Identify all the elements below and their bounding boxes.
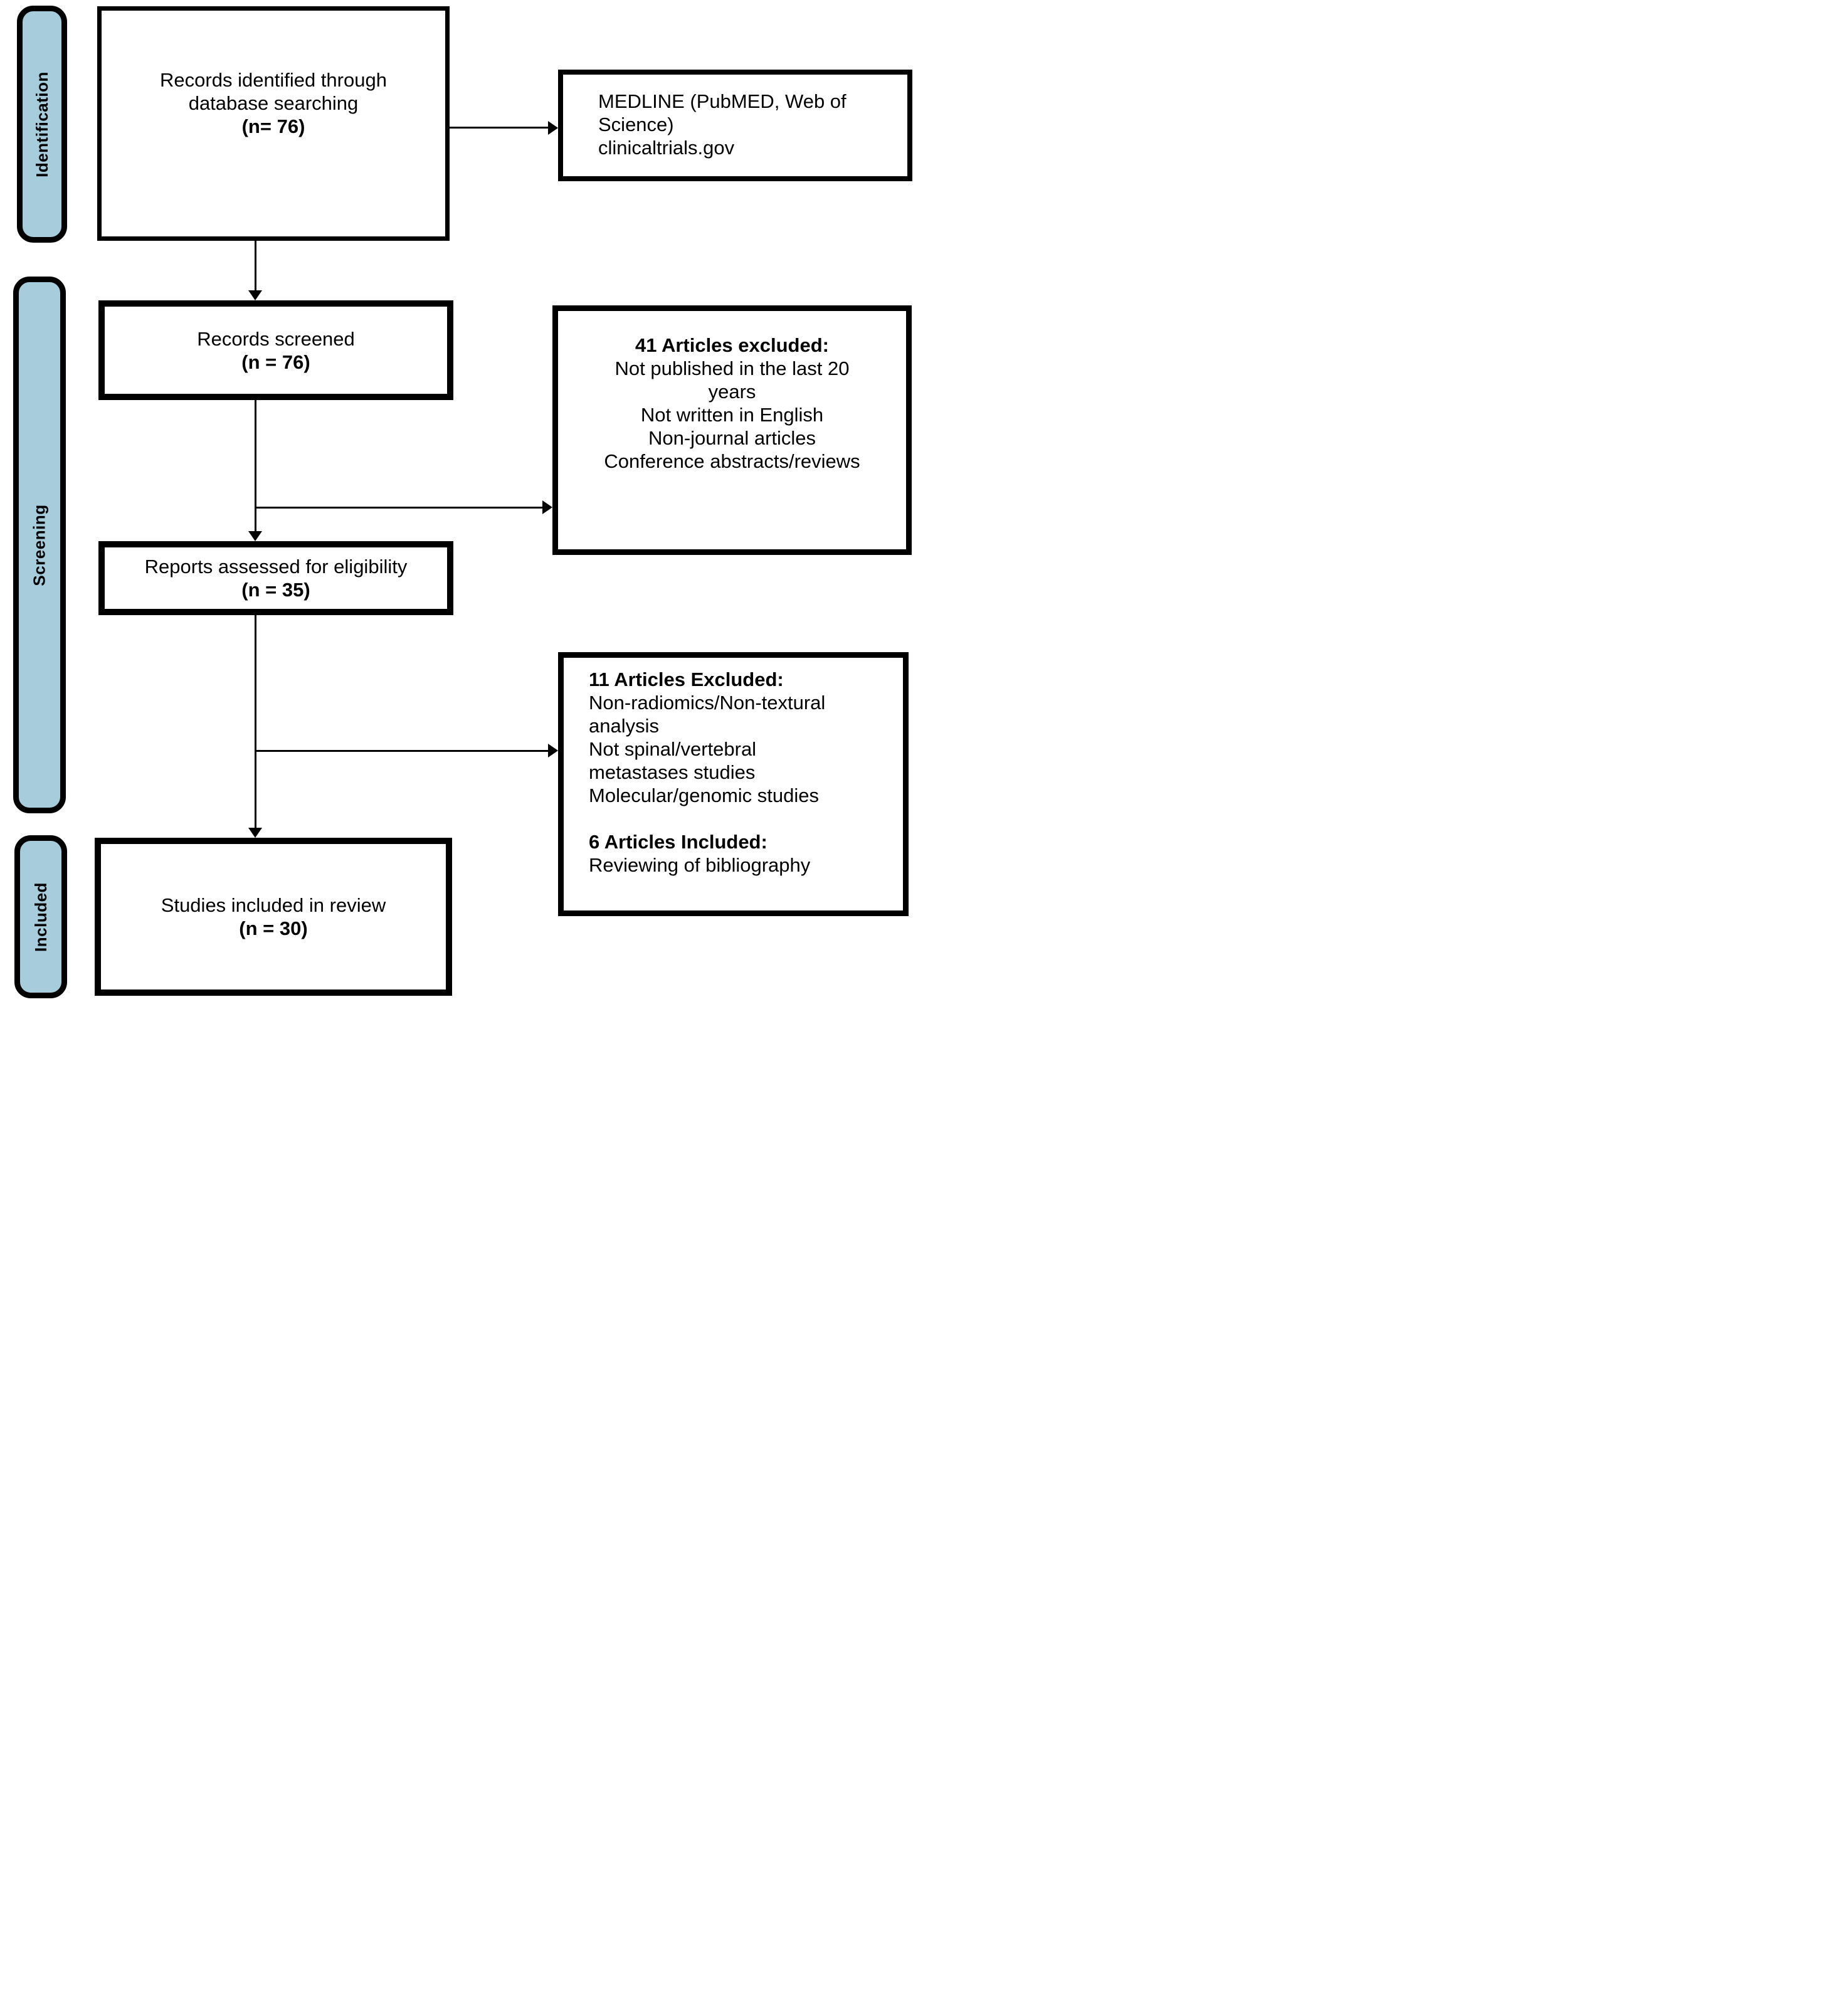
stage-included-label: Included <box>31 882 50 952</box>
records-screened-box: Records screened (n = 76) <box>98 300 453 400</box>
databases-box: MEDLINE (PubMED, Web of Science) clinica… <box>558 70 912 181</box>
stage-included-pill: Included <box>14 835 67 998</box>
text-line: Non-radiomics/Non-textural <box>589 692 826 714</box>
records-identified-box: Records identified through database sear… <box>97 6 450 241</box>
text-line: metastases studies <box>589 761 756 783</box>
text-line: Not written in English <box>640 404 824 426</box>
n-count-label: (n = 30) <box>239 917 308 939</box>
arrow-down-icon <box>248 290 262 300</box>
n-count-label: (n = 35) <box>241 579 310 601</box>
n-count-label: (n = 76) <box>241 351 310 373</box>
connector-identified-to-databases <box>450 127 549 129</box>
arrow-right-icon <box>548 121 558 135</box>
branch-screened-to-excluded <box>255 507 542 509</box>
articles-excluded-screening-box: 41 Articles excluded: Not published in t… <box>552 305 912 555</box>
excluded-title: 11 Articles Excluded: <box>589 668 784 690</box>
text-line: Non-journal articles <box>648 427 816 449</box>
arrow-down-icon <box>248 828 262 838</box>
connector-assessed-to-included <box>255 615 256 828</box>
stage-screening-pill: Screening <box>13 277 66 813</box>
text-line: years <box>708 381 756 403</box>
text-line: Not spinal/vertebral <box>589 738 757 760</box>
prisma-flow-diagram: Identification Screening Included Record… <box>0 0 923 1008</box>
text-line: Reviewing of bibliography <box>589 854 811 876</box>
spacer-line <box>589 807 894 830</box>
text-line: Studies included in review <box>161 894 386 916</box>
arrow-right-icon <box>548 744 558 757</box>
text-line: Reports assessed for eligibility <box>144 556 408 578</box>
studies-included-box: Studies included in review (n = 30) <box>95 838 452 996</box>
text-line: Not published in the last 20 <box>614 357 850 379</box>
excluded-title: 41 Articles excluded: <box>635 334 829 356</box>
branch-assessed-to-excluded <box>255 750 548 752</box>
stage-identification-pill: Identification <box>17 6 67 243</box>
n-count-label: (n= 76) <box>241 115 305 137</box>
stage-screening-label: Screening <box>29 504 49 586</box>
text-line: MEDLINE (PubMED, Web of <box>598 90 847 112</box>
text-line: Conference abstracts/reviews <box>604 450 860 472</box>
arrow-right-icon <box>542 500 552 514</box>
arrow-down-icon <box>248 531 262 541</box>
text-line: Science) <box>598 113 674 135</box>
included-title: 6 Articles Included: <box>589 831 767 853</box>
reports-assessed-box: Reports assessed for eligibility (n = 35… <box>98 541 453 615</box>
text-line: Molecular/genomic studies <box>589 784 820 806</box>
text-line: Records screened <box>197 327 355 350</box>
text-line: database searching <box>188 92 359 114</box>
text-line: clinicaltrials.gov <box>598 137 735 159</box>
articles-excluded-eligibility-box: 11 Articles Excluded: Non-radiomics/Non-… <box>558 652 909 916</box>
text-line: analysis <box>589 715 659 737</box>
connector-identified-to-screened <box>255 241 256 292</box>
text-line: Records identified through <box>160 69 387 91</box>
connector-screened-to-assessed <box>255 400 256 532</box>
stage-identification-label: Identification <box>32 71 51 177</box>
